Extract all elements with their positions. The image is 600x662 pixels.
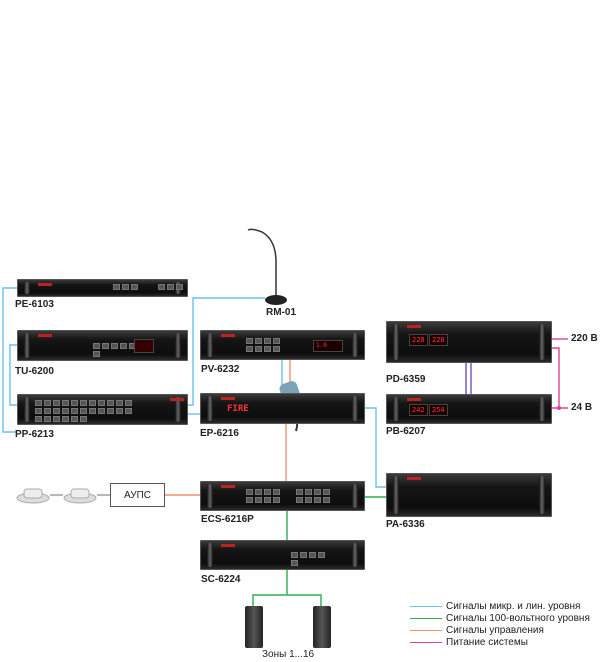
rack-pb-6207: 242 254: [386, 394, 552, 424]
rack-pa-6336: [386, 473, 552, 517]
wire-tu-pp: [9, 344, 17, 406]
rack-pv-6232: 1.0: [200, 330, 365, 360]
smoke-detector-icon: [16, 488, 50, 504]
rack-tu-6200: [17, 330, 188, 361]
legend-label: Сигналы микр. и лин. уровня: [446, 600, 581, 612]
pd-display-left: 228: [409, 334, 428, 346]
rack-pe-6103: [17, 279, 188, 297]
label-pv-6232: PV-6232: [201, 364, 240, 375]
wire-sc-zones: [252, 570, 322, 606]
label-ecs-6216p: ECS-6216P: [201, 514, 254, 525]
legend-item: Питание системы: [410, 636, 590, 648]
label-pp-6213: PP-6213: [15, 429, 54, 440]
legend: Сигналы микр. и лин. уровня Сигналы 100-…: [410, 600, 590, 648]
pb-display-left: 242: [409, 404, 428, 416]
gooseneck-mic-icon: [247, 228, 287, 305]
wire-pe-pp: [2, 287, 17, 433]
pd-display-right: 228: [429, 334, 448, 346]
label-ep-6216: EP-6216: [200, 428, 239, 439]
speaker-icon: [245, 606, 263, 648]
power-24v: 24 В: [571, 402, 593, 413]
aups-box: АУПС: [110, 483, 165, 507]
fire-display: FIRE: [225, 404, 251, 414]
power-220v: 220 В: [571, 333, 598, 344]
label-zones: Зоны 1...16: [262, 649, 315, 660]
label-pa-6336: PA-6336: [386, 519, 425, 530]
wire-pp-mic: [188, 297, 265, 406]
label-sc-6224: SC-6224: [201, 574, 241, 585]
wire-ep-pa: [365, 407, 386, 488]
label-pd-6359: PD-6359: [386, 374, 426, 385]
label-pe-6103: PE-6103: [15, 299, 54, 310]
label-pb-6207: PB-6207: [386, 426, 426, 437]
label-tu-6200: TU-6200: [15, 366, 54, 377]
speaker-icon: [313, 606, 331, 648]
rack-sc-6224: [200, 540, 365, 570]
rack-ecs-6216p: [200, 481, 365, 511]
rack-pd-6359: 228 228: [386, 321, 552, 363]
smoke-detector-icon: [63, 488, 97, 504]
rack-pp-6213: [17, 394, 188, 425]
wire-pd-pb-24: [552, 347, 568, 409]
legend-item: Сигналы микр. и лин. уровня: [410, 600, 590, 612]
wire-pd-pb-bus: [465, 363, 472, 394]
legend-item: Сигналы управления: [410, 624, 590, 636]
rack-ep-6216: FIRE: [200, 393, 365, 424]
junction-dot: [557, 406, 561, 410]
legend-label: Сигналы управления: [446, 624, 544, 636]
legend-item: Сигналы 100-вольтного уровня: [410, 612, 590, 624]
pb-display-right: 254: [429, 404, 448, 416]
label-rm-01: RM-01: [266, 307, 297, 318]
legend-label: Питание системы: [446, 636, 528, 648]
legend-label: Сигналы 100-вольтного уровня: [446, 612, 590, 624]
